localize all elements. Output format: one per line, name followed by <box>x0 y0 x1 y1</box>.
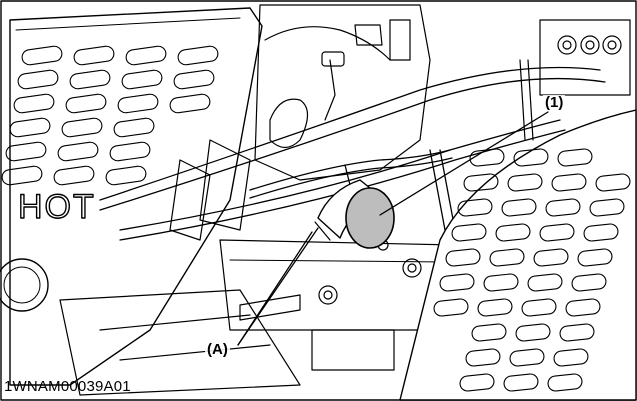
vent-slot <box>583 223 619 242</box>
vent-slot <box>589 198 625 217</box>
leader-line-a2 <box>237 231 313 346</box>
right-guard-panel <box>399 109 637 401</box>
vent-slot <box>57 141 99 162</box>
vent-slot <box>17 69 59 90</box>
vent-slot <box>13 93 55 114</box>
vent-slot <box>445 248 481 267</box>
vent-slot <box>169 93 211 114</box>
vent-slot <box>69 69 111 90</box>
ventilation-slots <box>1 45 219 186</box>
vent-slot <box>545 198 581 217</box>
left-guard-panel: HOT <box>0 7 263 386</box>
buzzer-face <box>345 187 395 249</box>
vent-slot <box>533 248 569 267</box>
vent-slot <box>571 273 607 292</box>
vent-slot <box>489 248 525 267</box>
buzzer-component <box>314 179 395 249</box>
vent-slot <box>483 273 519 292</box>
callout-a-label: (A) <box>205 341 230 358</box>
round-cap <box>0 258 49 312</box>
vent-slot <box>117 93 159 114</box>
hot-warning-emboss: HOT <box>18 188 96 226</box>
vent-slot <box>105 165 147 186</box>
vent-slot <box>509 348 545 367</box>
vent-slot <box>439 273 475 292</box>
vent-slot <box>109 141 151 162</box>
vent-slot <box>559 323 595 342</box>
vent-slot <box>521 298 557 317</box>
vent-slot <box>65 93 107 114</box>
vent-slot <box>177 45 219 66</box>
vent-slot <box>459 373 495 392</box>
vent-slot <box>463 173 499 192</box>
cables <box>99 66 606 241</box>
vent-slot <box>515 323 551 342</box>
vent-slot <box>565 298 601 317</box>
vent-slot <box>577 248 613 267</box>
vent-slot <box>513 148 549 167</box>
figure-id: 1WNAM00039A01 <box>4 378 131 395</box>
vent-slot <box>113 117 155 138</box>
vent-slot <box>125 45 167 66</box>
right-bracket <box>519 19 631 141</box>
vent-slot <box>173 69 215 90</box>
callout-1-label: (1) <box>543 94 566 111</box>
vent-slot <box>61 117 103 138</box>
vent-slot <box>557 148 593 167</box>
vent-slot <box>457 198 493 217</box>
label-plate <box>311 329 395 371</box>
vent-slot <box>477 298 513 317</box>
vent-slot <box>465 348 501 367</box>
vent-slot <box>553 348 589 367</box>
vent-slot <box>5 141 47 162</box>
vent-slot <box>121 69 163 90</box>
vent-slot <box>73 45 115 66</box>
vent-slot <box>547 373 583 392</box>
vent-slot <box>53 165 95 186</box>
vent-slot <box>507 173 543 192</box>
vent-slot <box>21 45 63 66</box>
vent-slot <box>527 273 563 292</box>
vent-slot <box>471 323 507 342</box>
ventilation-slots <box>433 148 631 392</box>
vent-slot <box>433 298 469 317</box>
vent-slot <box>503 373 539 392</box>
vent-slot <box>501 198 537 217</box>
vent-slot <box>495 223 531 242</box>
vent-slot <box>451 223 487 242</box>
lower-panel <box>59 289 301 396</box>
vent-slot <box>9 117 51 138</box>
leader-line-1 <box>379 111 549 216</box>
vent-slot <box>551 173 587 192</box>
vent-slot <box>539 223 575 242</box>
vent-slot <box>1 165 43 186</box>
vent-slot <box>595 173 631 192</box>
